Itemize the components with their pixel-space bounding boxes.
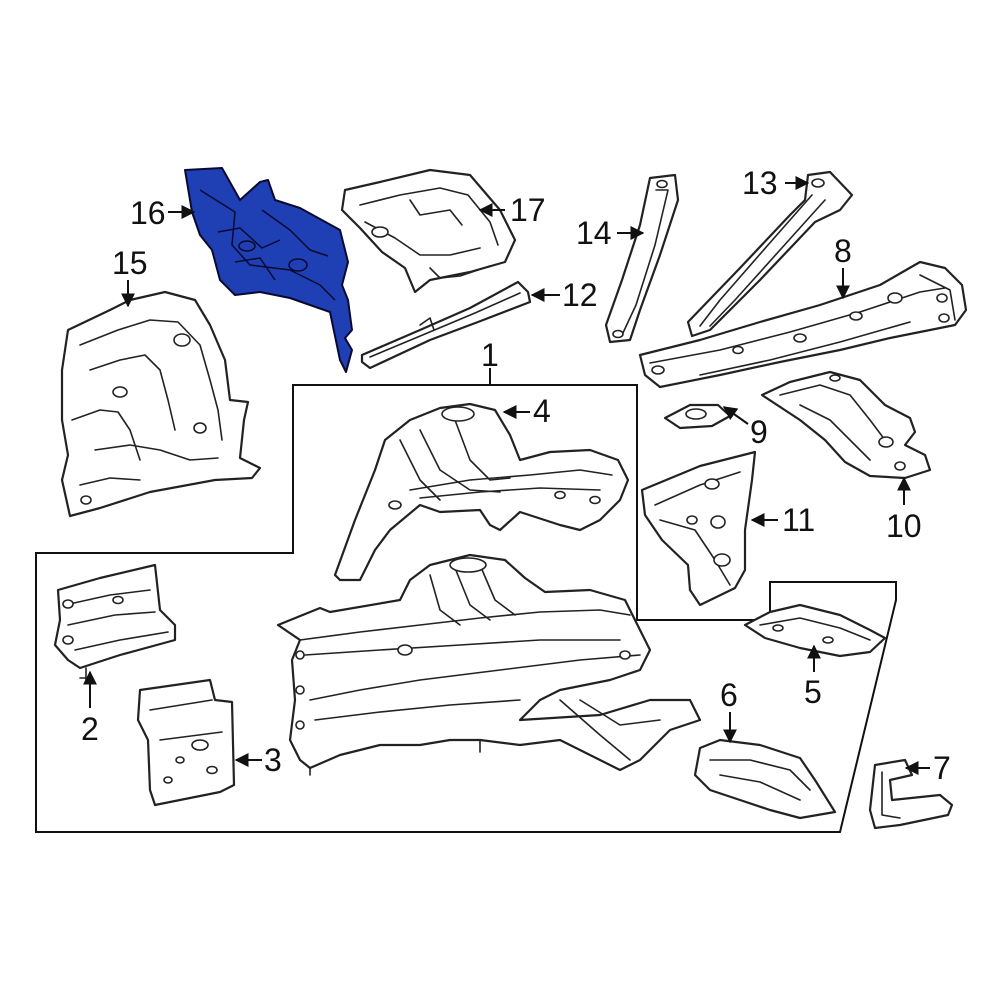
- part-12[interactable]: [360, 280, 532, 370]
- part-4[interactable]: [333, 402, 630, 582]
- leader-lines: [83, 176, 930, 775]
- part-14[interactable]: [604, 173, 680, 344]
- part-10[interactable]: [760, 370, 932, 480]
- part-13[interactable]: [686, 170, 854, 338]
- part-11[interactable]: [640, 450, 757, 607]
- callout-4: 4: [533, 393, 551, 429]
- part-8[interactable]: [638, 260, 968, 389]
- callout-7: 7: [933, 750, 951, 786]
- callout-11: 11: [782, 502, 815, 538]
- part-5[interactable]: [743, 603, 887, 658]
- assembly-frame: [35, 384, 897, 833]
- callout-14: 14: [576, 215, 612, 251]
- callout-15: 15: [112, 245, 148, 281]
- part-9[interactable]: [663, 403, 732, 430]
- part-2[interactable]: [53, 563, 177, 683]
- callout-labels: 1 2 3 4 5 6 7 8 9 10 11 12 13 14 15 16 1…: [81, 165, 951, 786]
- callout-1: 1: [481, 337, 499, 373]
- part-16-highlighted[interactable]: [184, 167, 353, 373]
- callout-10: 10: [886, 508, 922, 544]
- part-3[interactable]: [136, 678, 236, 807]
- callout-17: 17: [510, 192, 546, 228]
- callout-3: 3: [264, 742, 282, 778]
- callout-5: 5: [804, 674, 822, 710]
- callout-8: 8: [834, 233, 852, 269]
- part-6[interactable]: [693, 738, 837, 820]
- part-15[interactable]: [60, 290, 262, 518]
- callout-2: 2: [81, 711, 99, 747]
- callout-16: 16: [130, 195, 166, 231]
- part-1-assembly[interactable]: [276, 553, 702, 776]
- callout-9: 9: [750, 414, 768, 450]
- part-17[interactable]: [340, 168, 517, 294]
- callout-13: 13: [742, 165, 778, 201]
- callout-12: 12: [562, 277, 598, 313]
- callout-6: 6: [720, 677, 738, 713]
